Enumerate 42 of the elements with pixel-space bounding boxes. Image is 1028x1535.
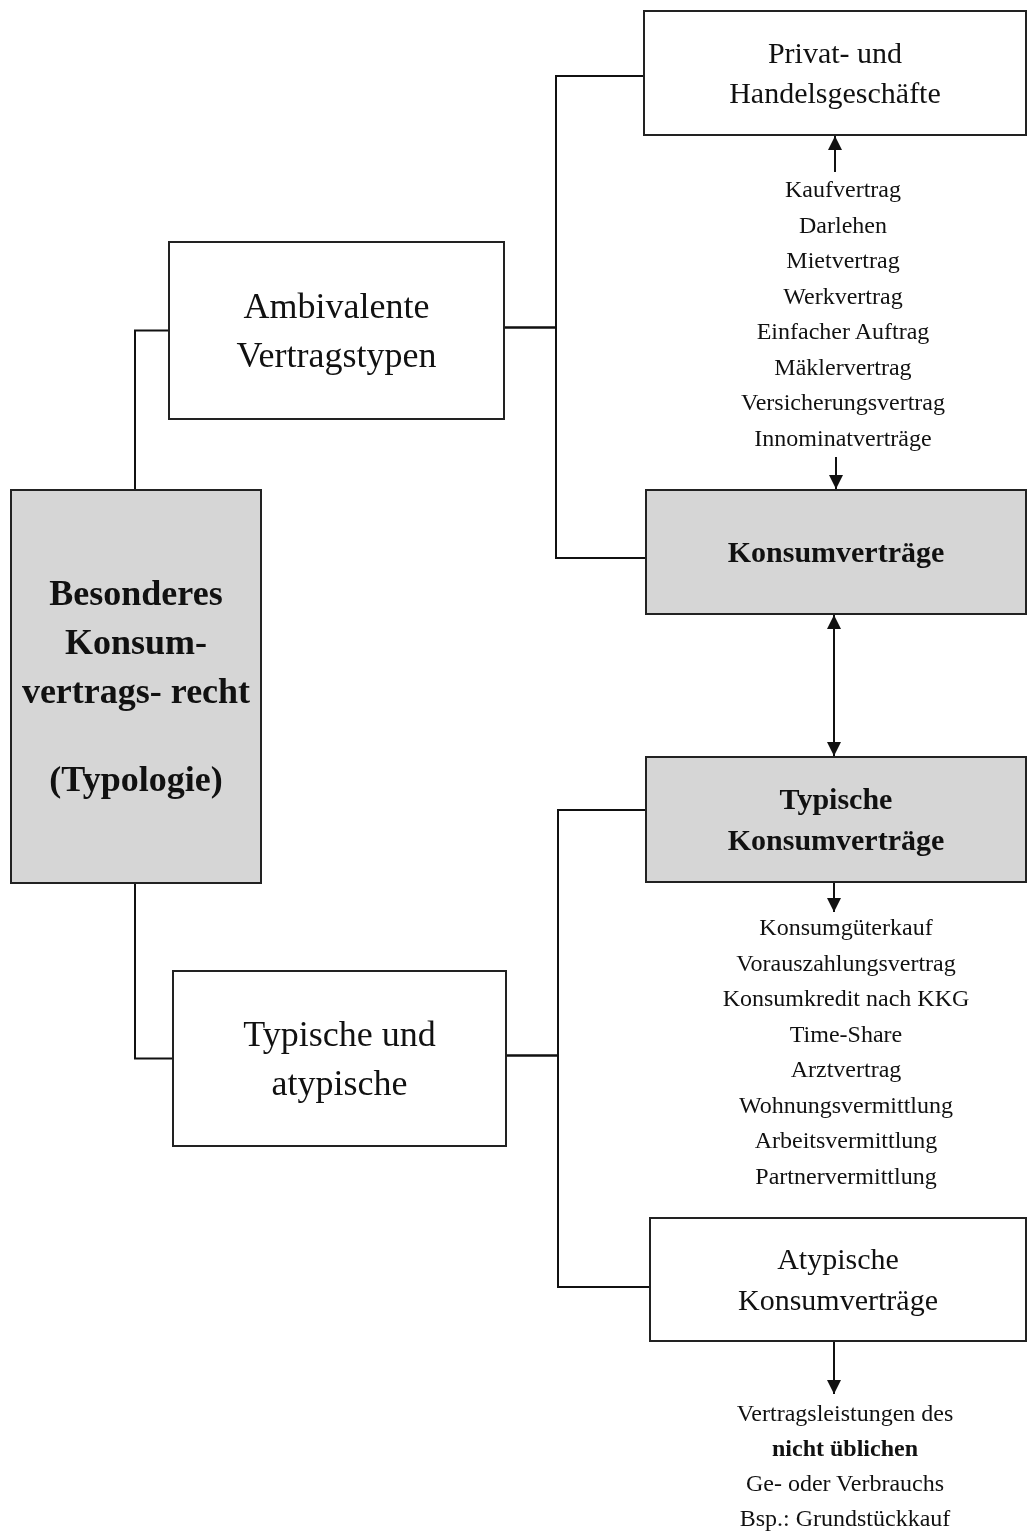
list-item: Kaufvertrag: [785, 175, 901, 204]
box-title: Typische und atypische: [242, 1012, 437, 1105]
category-box: [168, 241, 505, 420]
arrow: [827, 614, 841, 757]
connector-line: [134, 329, 169, 490]
box-title: Privat- und Handelsgeschäfte: [728, 34, 942, 111]
box-title: Atypische Konsumverträge: [737, 1241, 939, 1318]
category-box: [649, 1217, 1027, 1342]
list-item: Arbeitsvermittlung: [754, 1126, 938, 1155]
list-item: Werkvertrag: [783, 281, 903, 311]
list-item: Vertragsleistungen des nicht üblichen Ge- oder Verbrauchs: [736, 1399, 954, 1498]
highlighted-box: [645, 756, 1027, 883]
connector-line: [504, 326, 646, 559]
connector-line: [506, 1054, 650, 1288]
list-item: Time-Share: [789, 1019, 903, 1049]
list-item: Einfacher Auftrag: [756, 317, 930, 346]
list-item: Vorauszahlungsvertrag: [736, 948, 956, 978]
arrow: [827, 1341, 841, 1395]
subtitle: (Typologie): [49, 758, 223, 802]
category-box: [172, 970, 507, 1147]
list-item: Mietvertrag: [786, 246, 900, 275]
category-box: [643, 10, 1027, 136]
arrow: [828, 135, 842, 173]
highlighted-box: [10, 489, 262, 884]
box-title: Ambivalente Vertragstypen: [235, 284, 438, 377]
highlighted-box: [645, 489, 1027, 615]
list-item: Konsumkredit nach KKG: [722, 984, 970, 1013]
list-item: Innominatverträge: [754, 423, 932, 453]
arrow: [829, 456, 843, 490]
list-item: Bsp.: Grundstückkauf: [739, 1504, 951, 1533]
connector-line: [134, 883, 173, 1060]
box-title: Konsumverträge: [727, 533, 945, 570]
list-item: Arztvertrag: [790, 1055, 902, 1084]
arrow: [827, 882, 841, 913]
list-item: Wohnungsvermittlung: [738, 1090, 954, 1120]
list-item: Mäklervertrag: [774, 352, 912, 382]
box-title: Besonderes Konsum- vertrags- recht: [21, 572, 251, 713]
list-item: Partnervermittlung: [755, 1161, 937, 1191]
box-title: Typische Konsumverträge: [726, 781, 946, 858]
list-item: Darlehen: [799, 210, 887, 240]
list-item: Versicherungsvertrag: [741, 388, 945, 417]
list-item: Konsumgüterkauf: [759, 913, 933, 942]
